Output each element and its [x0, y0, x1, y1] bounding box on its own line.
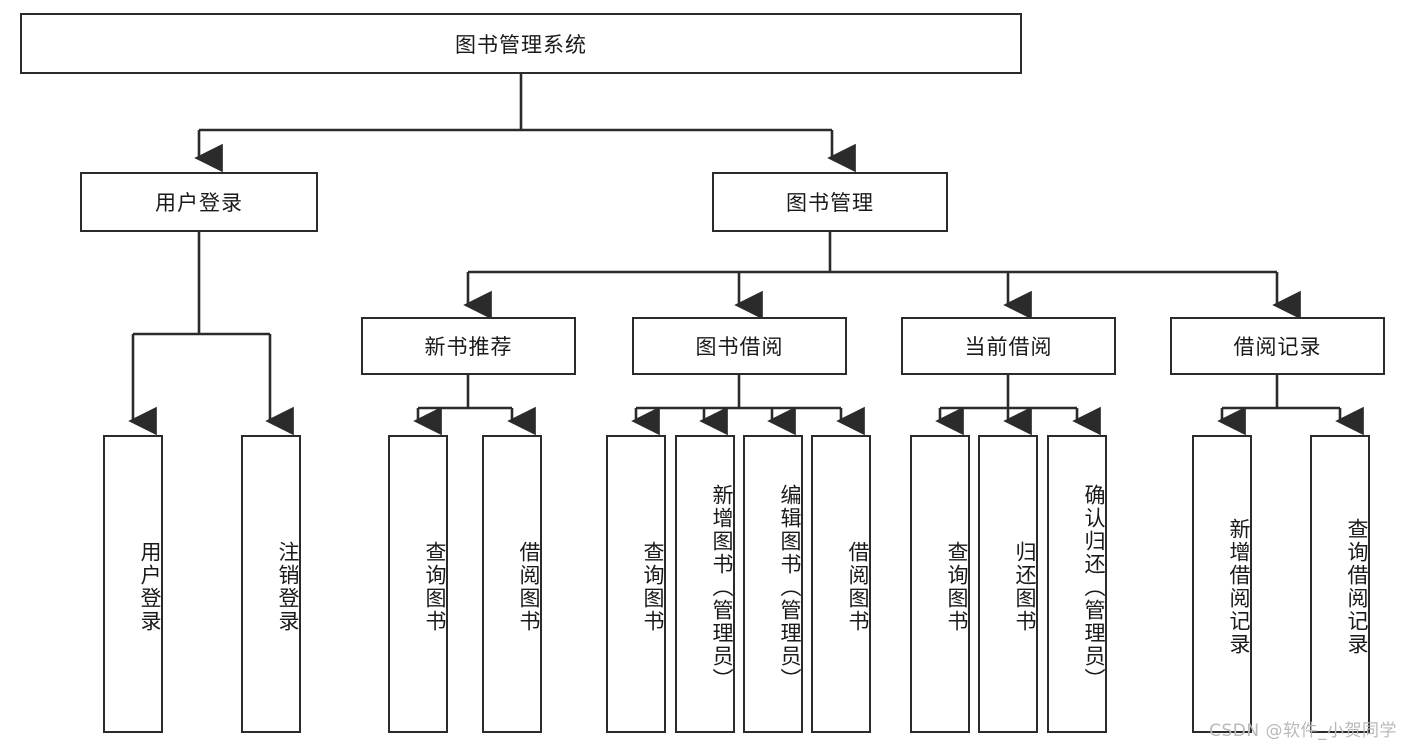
leaf-new-book-borrow-book[interactable]: 借阅图书	[482, 435, 542, 733]
node-label: 查询借阅记录	[1345, 518, 1369, 656]
node-label: 当前借阅	[964, 335, 1053, 359]
node-label: 注销登录	[276, 541, 300, 633]
node-user-login[interactable]: 用户登录	[80, 172, 318, 232]
node-book-management[interactable]: 图书管理	[712, 172, 948, 232]
leaf-book-borrow-borrow-book[interactable]: 借阅图书	[811, 435, 871, 733]
leaf-book-borrow-add-book-admin[interactable]: 新增图书（管理员）	[675, 435, 735, 733]
node-label: 查询图书	[423, 541, 447, 633]
node-label: 借阅图书	[846, 541, 870, 633]
leaf-borrow-record-add-record[interactable]: 新增借阅记录	[1192, 435, 1252, 733]
node-new-book-recommend[interactable]: 新书推荐	[361, 317, 576, 375]
node-current-borrow[interactable]: 当前借阅	[901, 317, 1116, 375]
node-label: 借阅记录	[1233, 335, 1322, 359]
node-label: 用户登录	[155, 191, 243, 215]
node-label: 确认归还（管理员）	[1082, 483, 1106, 691]
leaf-user-login-logout[interactable]: 注销登录	[241, 435, 301, 733]
leaf-current-borrow-return-book[interactable]: 归还图书	[978, 435, 1038, 733]
node-label: 图书管理系统	[455, 32, 587, 57]
leaf-book-borrow-query-book[interactable]: 查询图书	[606, 435, 666, 733]
node-label: 查询图书	[641, 541, 665, 633]
leaf-book-borrow-edit-book-admin[interactable]: 编辑图书（管理员）	[743, 435, 803, 733]
node-label: 归还图书	[1013, 541, 1037, 633]
node-book-borrow[interactable]: 图书借阅	[632, 317, 847, 375]
node-root-book-management-system[interactable]: 图书管理系统	[20, 13, 1022, 74]
node-label: 新增借阅记录	[1227, 518, 1251, 656]
node-label: 编辑图书（管理员）	[778, 483, 802, 691]
leaf-current-borrow-query-book[interactable]: 查询图书	[910, 435, 970, 733]
node-label: 查询图书	[945, 541, 969, 633]
leaf-current-borrow-confirm-return-admin[interactable]: 确认归还（管理员）	[1047, 435, 1107, 733]
node-label: 用户登录	[138, 541, 162, 633]
watermark-text: CSDN @软件_小贺同学	[1209, 721, 1397, 741]
node-label: 借阅图书	[517, 541, 541, 633]
node-label: 新增图书（管理员）	[710, 483, 734, 691]
node-label: 图书借阅	[695, 335, 784, 359]
node-label: 图书管理	[786, 191, 874, 215]
leaf-user-login-user-login[interactable]: 用户登录	[103, 435, 163, 733]
node-borrow-record[interactable]: 借阅记录	[1170, 317, 1385, 375]
leaf-new-book-query-book[interactable]: 查询图书	[388, 435, 448, 733]
leaf-borrow-record-query-record[interactable]: 查询借阅记录	[1310, 435, 1370, 733]
node-label: 新书推荐	[424, 335, 513, 359]
